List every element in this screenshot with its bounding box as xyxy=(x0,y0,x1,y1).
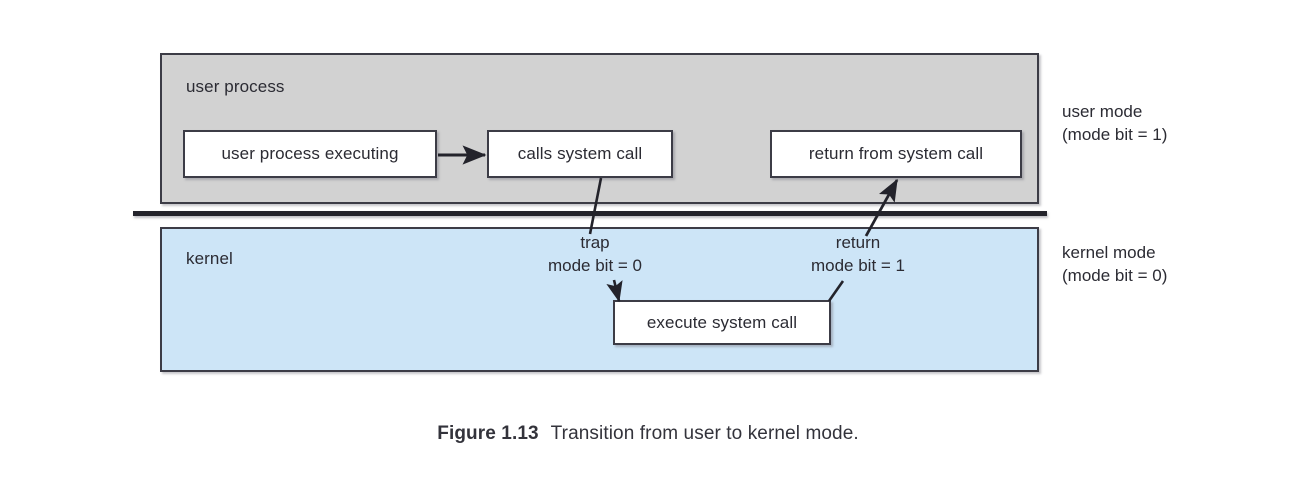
kernel-mode-region: kernel xyxy=(160,227,1039,372)
figure-caption-number: Figure 1.13 xyxy=(437,423,539,444)
kernel-region-label: kernel xyxy=(186,249,233,268)
node-user-process-executing: user process executing xyxy=(183,130,437,178)
annotation-trap-subtitle: mode bit = 0 xyxy=(547,255,643,275)
annotation-trap: trap mode bit = 0 xyxy=(515,232,675,278)
user-region-label: user process xyxy=(186,77,285,96)
annotation-return-title: return xyxy=(835,233,881,252)
node-return-from-system-call: return from system call xyxy=(770,130,1022,178)
node-execute-system-call: execute system call xyxy=(613,300,831,345)
figure-caption: Figure 1.13 Transition from user to kerne… xyxy=(0,423,1296,445)
mode-divider-line xyxy=(133,211,1047,216)
user-mode-caption-line2: (mode bit = 1) xyxy=(1062,125,1168,145)
annotation-trap-title: trap xyxy=(580,233,610,252)
kernel-mode-caption: kernel mode (mode bit = 0) xyxy=(1062,241,1167,288)
user-mode-caption-line1: user mode xyxy=(1062,102,1143,121)
annotation-return: return mode bit = 1 xyxy=(778,232,938,278)
figure-caption-text: Transition from user to kernel mode. xyxy=(550,423,859,444)
kernel-mode-caption-line2: (mode bit = 0) xyxy=(1062,266,1168,286)
node-calls-system-call: calls system call xyxy=(487,130,673,178)
user-mode-caption: user mode (mode bit = 1) xyxy=(1062,100,1167,147)
user-mode-region: user process xyxy=(160,53,1039,204)
annotation-return-subtitle: mode bit = 1 xyxy=(810,255,906,275)
kernel-mode-caption-line1: kernel mode xyxy=(1062,243,1156,262)
